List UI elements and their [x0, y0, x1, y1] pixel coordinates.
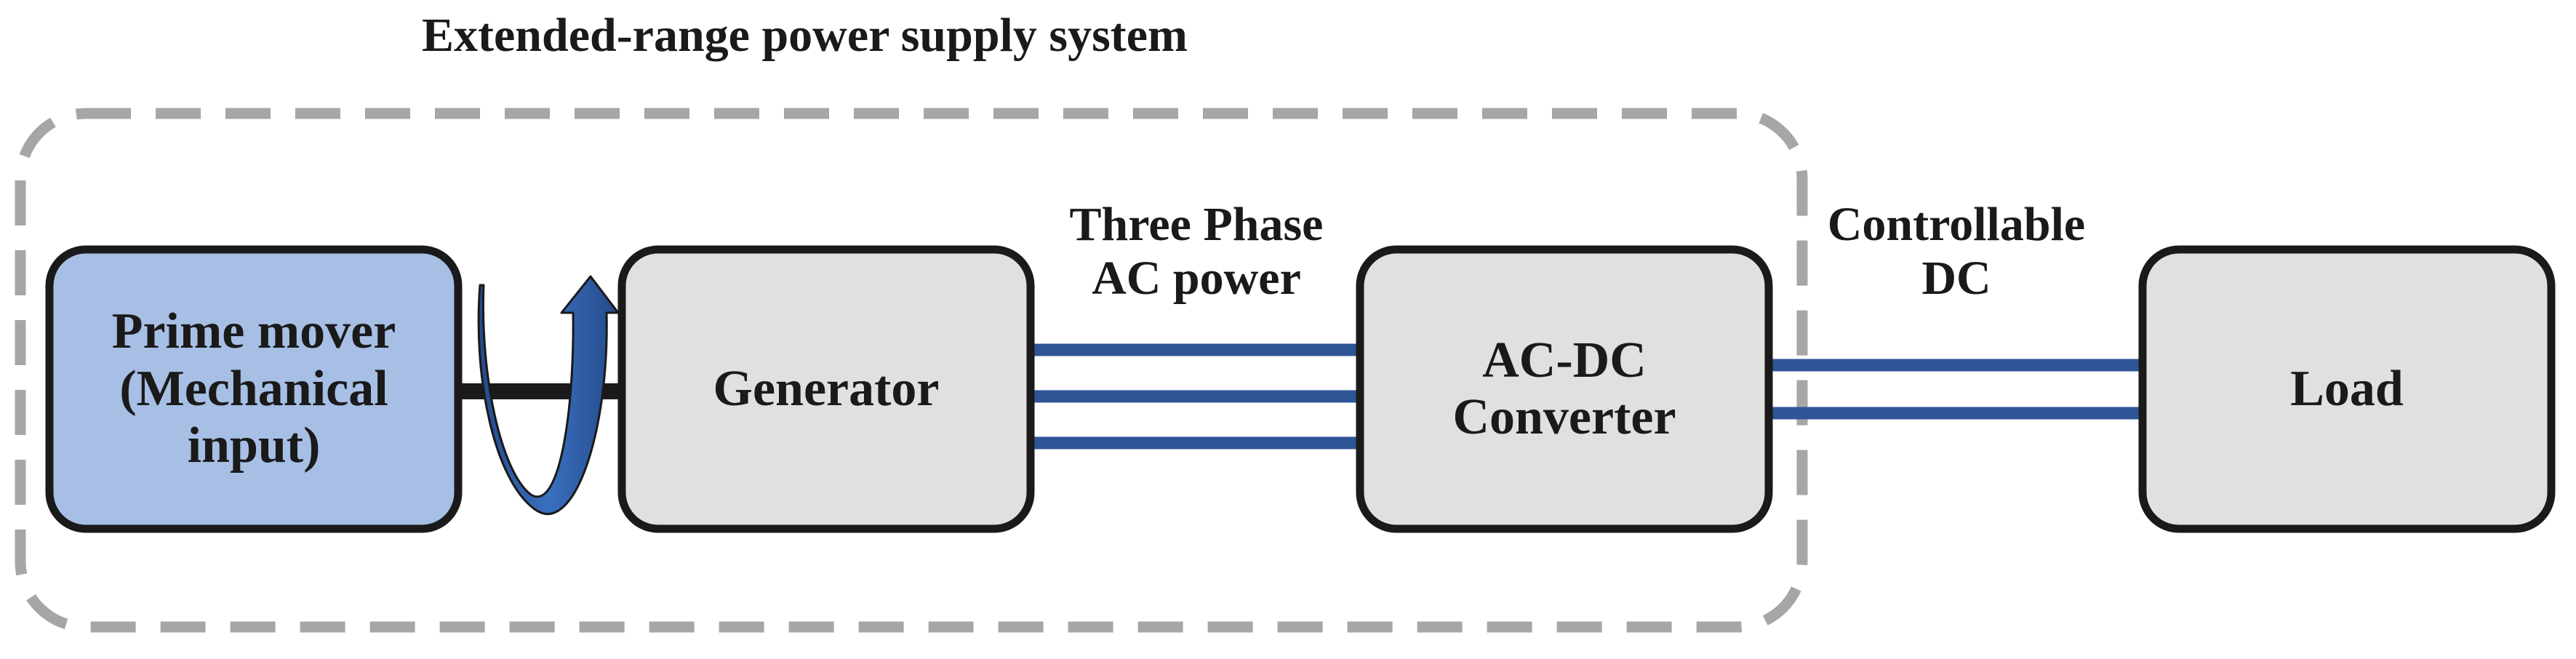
three-phase-ac-wires [1031, 343, 1360, 450]
prime-mover-label-line-3: input) [187, 418, 321, 474]
converter-label-line-1: AC-DC [1482, 332, 1647, 388]
ac-power-label-line-2: AC power [1092, 251, 1301, 305]
converter-label-line-2: Converter [1452, 389, 1676, 445]
dc-label-line-2: DC [1921, 251, 1991, 305]
rotation-arrow-icon [477, 275, 620, 515]
load-label-line-1: Load [2290, 360, 2404, 417]
dc-wires [1769, 359, 2143, 420]
prime-mover-label-line-1: Prime mover [111, 303, 396, 360]
load-label: Load [2143, 249, 2551, 529]
ac-power-label-line-1: Three Phase [1069, 198, 1324, 251]
ac-dc-converter-block [1356, 245, 1773, 533]
prime-mover-block [45, 245, 463, 533]
load-block [2138, 245, 2556, 533]
generator-block [617, 245, 1035, 533]
generator-label-line-1: Generator [713, 360, 940, 417]
prime-mover-label: Prime mover (Mechanical input) [49, 249, 458, 529]
dc-label-line-1: Controllable [1827, 198, 2086, 251]
converter-label: AC-DC Converter [1360, 249, 1769, 529]
prime-mover-label-line-2: (Mechanical [119, 360, 388, 417]
dc-label: Controllable DC [1775, 198, 2138, 305]
generator-label: Generator [622, 249, 1031, 529]
ac-power-label: Three Phase AC power [1004, 198, 1389, 305]
diagram-title: Extended-range power supply system [422, 9, 1188, 62]
